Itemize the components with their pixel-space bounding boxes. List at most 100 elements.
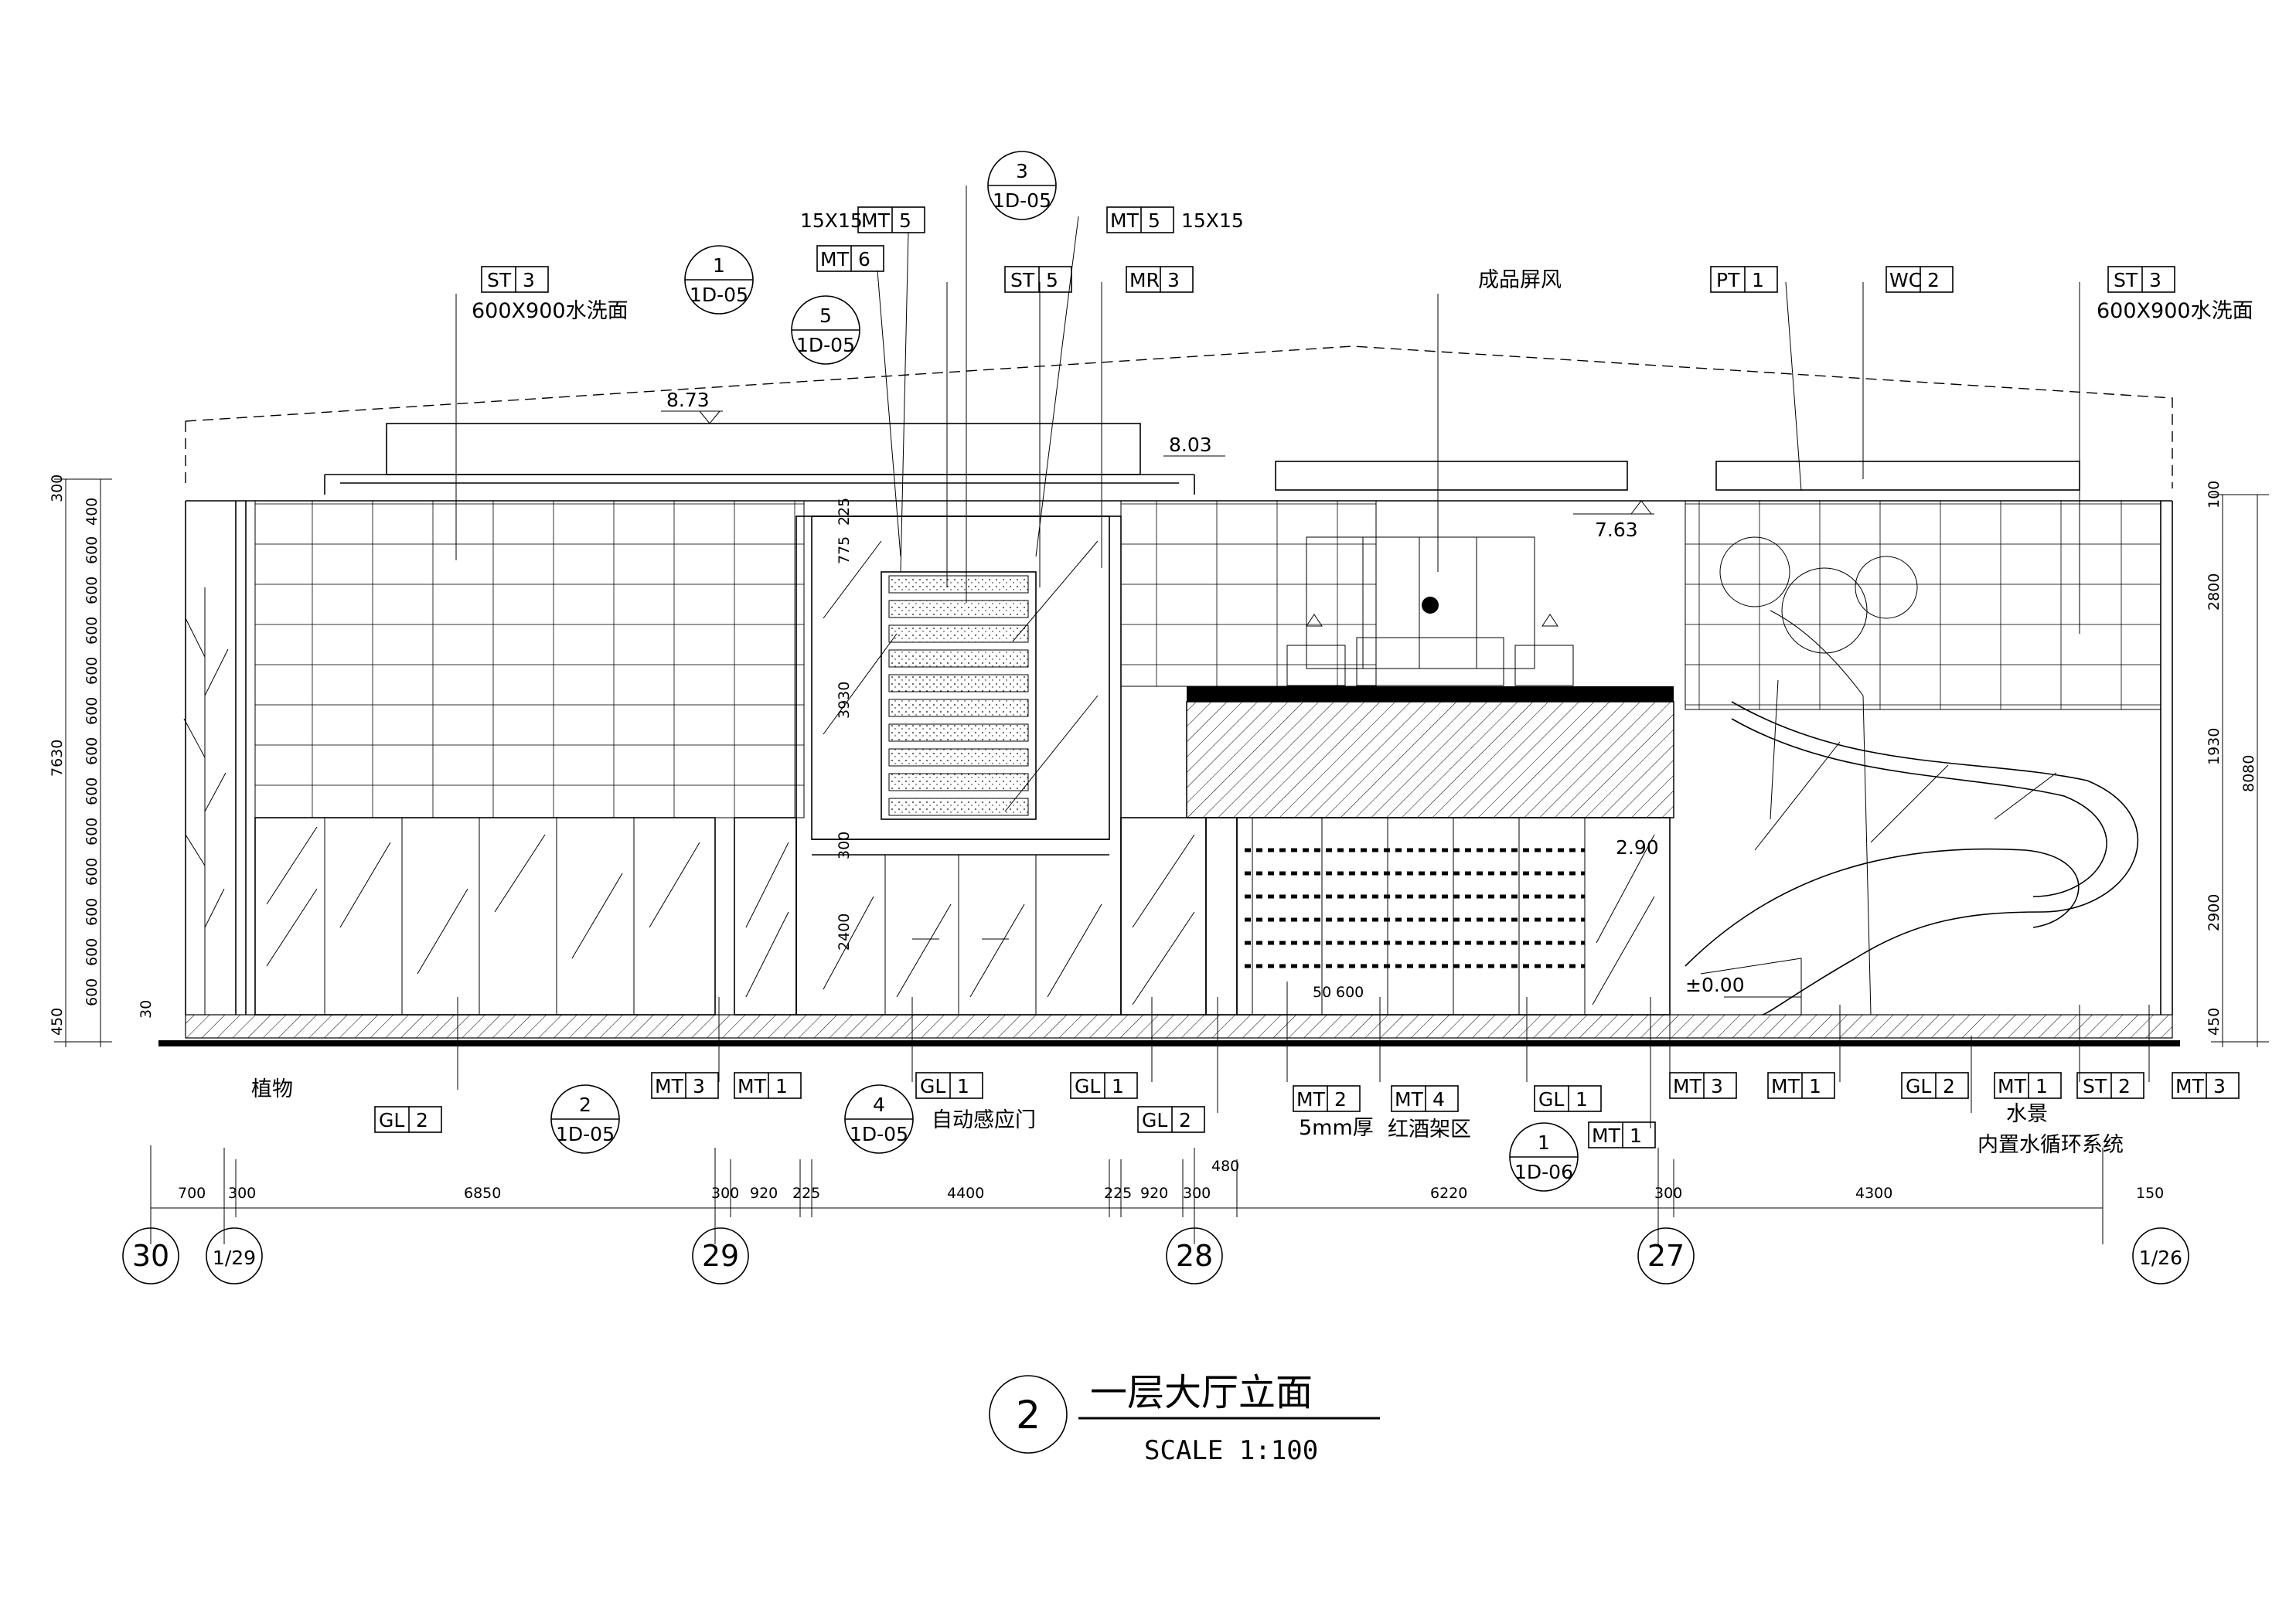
svg-text:600: 600 (1336, 984, 1364, 1001)
note-size-left: 15X15 (800, 209, 863, 232)
svg-text:ST: ST (2114, 269, 2138, 291)
svg-text:2900: 2900 (2206, 894, 2223, 931)
title-block: 2 一层大厅立面 SCALE 1:100 (989, 1371, 1380, 1466)
svg-text:300: 300 (1183, 1185, 1211, 1202)
svg-text:1D-06: 1D-06 (1514, 1161, 1573, 1183)
svg-text:3930: 3930 (836, 682, 853, 719)
wine-rack (1236, 817, 1671, 1016)
svg-text:225: 225 (1104, 1185, 1132, 1202)
tag-gl2-b: GL 2 (1137, 1106, 1205, 1133)
inner-dimensions: 225 775 3930 300 2400 50 600 (836, 498, 1364, 1001)
svg-text:1: 1 (1576, 1088, 1588, 1111)
note-stone-right: 600X900水洗面 (2097, 299, 2253, 323)
level-2-90: 2.90 (1616, 836, 1659, 859)
tree (1719, 536, 1918, 1016)
svg-text:2: 2 (1927, 269, 1940, 291)
stone-bands (888, 575, 1029, 816)
svg-text:480: 480 (1211, 1158, 1239, 1175)
svg-text:1: 1 (713, 254, 725, 277)
svg-text:WC: WC (1889, 269, 1922, 291)
svg-text:1: 1 (775, 1075, 788, 1097)
material-tags: ST 3 MT 5 MT 6 ST 5 MR 3 (374, 206, 2240, 1148)
axis-1-26: 1/26 (2139, 1247, 2182, 1269)
callout-1-1d05: 1 1D-05 (684, 245, 754, 315)
svg-text:50: 50 (1313, 984, 1331, 1001)
svg-text:GL: GL (379, 1109, 404, 1131)
svg-text:3: 3 (523, 269, 535, 291)
spiral-stair (1685, 701, 2139, 1016)
svg-text:PT: PT (1716, 269, 1740, 291)
axis-27: 27 (1647, 1239, 1685, 1273)
note-size-right: 15X15 (1181, 209, 1244, 232)
svg-text:MT: MT (1296, 1088, 1326, 1111)
svg-text:MT: MT (1592, 1125, 1621, 1147)
tag-mt6: MT 6 (816, 245, 884, 272)
svg-text:2: 2 (1179, 1109, 1191, 1131)
grid-axes: 30 1/29 29 28 27 1/26 (122, 1145, 2189, 1284)
tag-mt1-a: MT 1 (734, 1072, 802, 1099)
svg-text:3: 3 (693, 1075, 705, 1097)
svg-text:400: 400 (83, 498, 100, 526)
svg-text:30: 30 (138, 1000, 155, 1019)
tag-gl2-c: GL 2 (1901, 1072, 1969, 1099)
svg-text:8080: 8080 (2240, 755, 2257, 792)
tag-wc2: WC 2 (1886, 266, 1954, 293)
svg-text:775: 775 (836, 536, 853, 564)
svg-text:600: 600 (83, 777, 100, 805)
title-scale: SCALE 1:100 (1144, 1435, 1318, 1466)
svg-text:ST: ST (2083, 1075, 2107, 1097)
tag-st2: ST 2 (2076, 1072, 2144, 1099)
svg-text:225: 225 (836, 498, 853, 526)
svg-text:100: 100 (2206, 481, 2223, 509)
svg-text:5: 5 (899, 209, 911, 232)
svg-text:3: 3 (1016, 160, 1028, 182)
svg-text:600: 600 (83, 657, 100, 685)
svg-text:5: 5 (819, 305, 832, 327)
tag-gl1-b: GL 1 (1070, 1072, 1138, 1099)
plant (183, 587, 229, 1015)
tag-mt5-b: MT 5 (1106, 206, 1174, 233)
tag-st3-left: ST 3 (481, 266, 549, 293)
svg-text:GL: GL (1906, 1075, 1931, 1097)
svg-text:1: 1 (2035, 1075, 2048, 1097)
svg-text:150: 150 (2136, 1185, 2164, 1202)
right-dimensions: 100 2800 1930 2900 450 8080 (2206, 481, 2269, 1047)
note-plant: 植物 (251, 1077, 293, 1101)
axis-1-29: 1/29 (213, 1247, 256, 1269)
svg-text:MT: MT (1771, 1075, 1800, 1097)
note-wine: 红酒架区 (1388, 1118, 1471, 1142)
callout-3-1d05: 3 1D-05 (987, 151, 1057, 220)
axis-29: 29 (702, 1239, 739, 1273)
roof-outline (185, 345, 2173, 495)
svg-text:ST: ST (487, 269, 512, 291)
mezzanine (1186, 536, 1674, 818)
svg-text:MR: MR (1129, 269, 1160, 291)
svg-text:300: 300 (836, 832, 853, 859)
svg-text:600: 600 (83, 978, 100, 1006)
level-8-03: 8.03 (1169, 434, 1212, 456)
note-stone-left: 600X900水洗面 (472, 299, 629, 323)
tag-mr3: MR 3 (1126, 266, 1194, 293)
svg-text:MT: MT (820, 248, 850, 270)
svg-text:600: 600 (83, 818, 100, 846)
svg-text:3: 3 (2213, 1075, 2226, 1097)
detail-callouts: 1 1D-05 3 1D-05 5 1D-05 2 1D-05 4 1D-05 (550, 151, 1579, 1192)
svg-text:GL: GL (920, 1075, 945, 1097)
tag-mt4: MT 4 (1391, 1085, 1459, 1112)
glass-panels-left (254, 817, 797, 1016)
note-thick: 5mm厚 (1299, 1116, 1374, 1140)
floor (158, 1014, 2180, 1046)
svg-text:2: 2 (2118, 1075, 2131, 1097)
leader-lines (455, 185, 2150, 1128)
tag-mt1-d: MT 1 (1994, 1072, 2062, 1099)
svg-text:1: 1 (1538, 1131, 1550, 1154)
svg-text:1: 1 (1752, 269, 1764, 291)
svg-text:600: 600 (83, 617, 100, 645)
left-dimensions: 300 400 600 600 600 600 600 600 600 600 … (49, 475, 155, 1047)
svg-text:ST: ST (1010, 269, 1035, 291)
svg-text:GL: GL (1538, 1088, 1564, 1111)
level-8-73: 8.73 (666, 389, 710, 411)
svg-text:4300: 4300 (1855, 1185, 1892, 1202)
tag-mt2: MT 2 (1293, 1085, 1361, 1112)
level-7-63: 7.63 (1595, 519, 1638, 541)
